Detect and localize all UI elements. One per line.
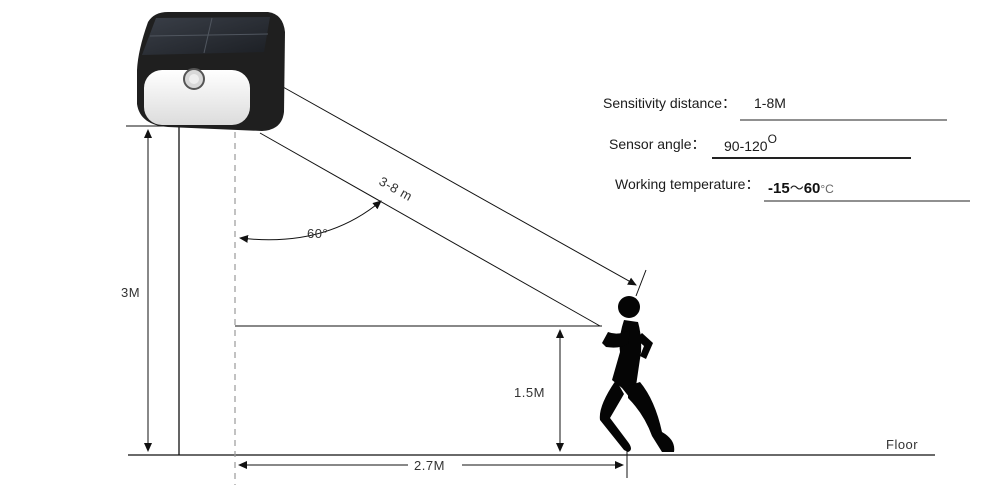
person-leg-front xyxy=(628,382,675,452)
temp-unit: °C xyxy=(820,182,834,196)
sensitivity-value: 1-8M xyxy=(754,95,786,111)
floor-label: Floor xyxy=(886,437,918,452)
detection-range-tick xyxy=(635,269,647,297)
lamp-lens xyxy=(144,70,250,125)
angle-spec-value: 90-120O xyxy=(724,132,777,154)
detection-range-label: 3-8 m xyxy=(377,174,416,204)
angle-spec-number: 90-120 xyxy=(724,138,768,154)
temp-value: -15～60°C xyxy=(768,180,834,197)
horizontal-distance-label: 2.7M xyxy=(414,458,445,473)
specs-panel: Sensitivity distance： 1-8M Sensor angle：… xyxy=(603,95,970,202)
person-arm-back xyxy=(602,330,630,348)
angle-spec-superscript: O xyxy=(768,132,777,146)
mount-height-label: 3M xyxy=(121,285,140,300)
person-arm-front xyxy=(636,333,653,359)
sensor-height-label: 1.5M xyxy=(514,385,545,400)
temp-separator: ～ xyxy=(790,180,804,196)
person-body xyxy=(612,320,642,398)
solar-lamp xyxy=(137,12,285,131)
person-silhouette xyxy=(599,296,675,452)
angle-spec-label: Sensor angle： xyxy=(609,136,706,152)
temp-low: -15 xyxy=(768,180,790,197)
detection-ray-lower xyxy=(259,132,601,327)
temp-label: Working temperature： xyxy=(615,176,759,192)
temp-high: 60 xyxy=(804,180,821,197)
angle-arc xyxy=(239,200,382,243)
detection-range-arrow xyxy=(282,86,637,286)
sensitivity-label: Sensitivity distance： xyxy=(603,95,736,111)
person-head xyxy=(618,296,640,318)
solar-panel xyxy=(142,17,270,55)
angle-label: 60° xyxy=(307,226,328,241)
person-leg-back xyxy=(599,380,631,452)
